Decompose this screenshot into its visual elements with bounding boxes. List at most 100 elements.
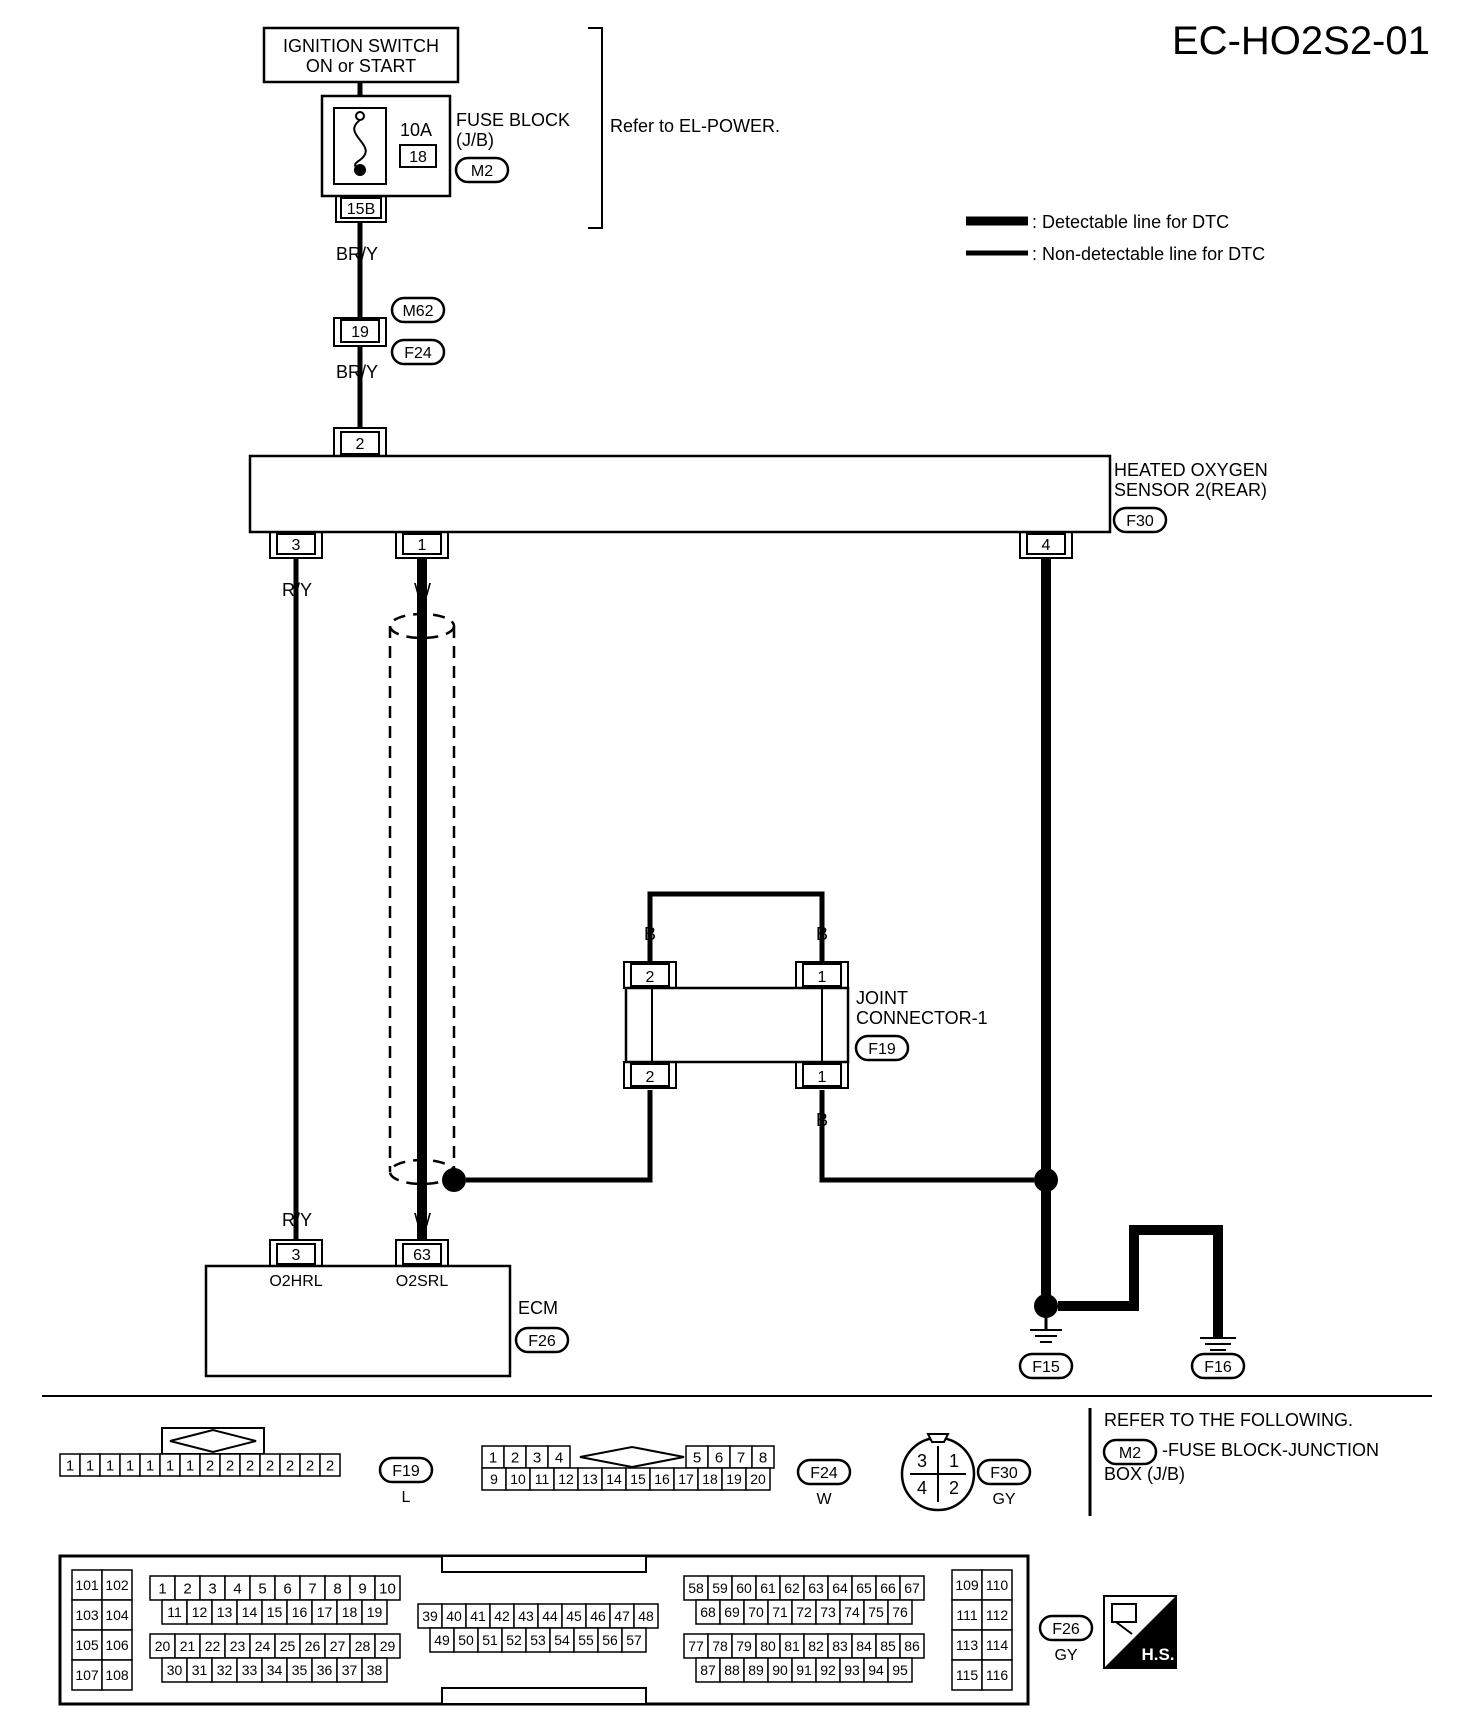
f26-pin: 110 [986, 1577, 1009, 1593]
hs-badge-text: H.S. [1141, 1645, 1174, 1664]
joint-pin-2-top: 2 [646, 969, 655, 986]
fuse-amp: 10A [400, 120, 432, 140]
f26-pin: 61 [760, 1580, 776, 1596]
f26-pin: 58 [688, 1580, 704, 1596]
f26-pin: 71 [772, 1604, 788, 1620]
f26-pin: 93 [844, 1662, 860, 1678]
fuse-block: 10A 18 [320, 94, 452, 198]
f26-pin: 78 [712, 1638, 728, 1654]
f26-pin: 41 [470, 1608, 486, 1624]
ignition-switch-line1: IGNITION SWITCH [283, 36, 439, 56]
f26-pin: 73 [820, 1604, 836, 1620]
f26-pin: 30 [167, 1662, 183, 1678]
f30-pin-3: 3 [917, 1451, 927, 1471]
ecm-terminal-o2srl: O2SRL [396, 1273, 449, 1290]
page-title: EC-HO2S2-01 [1172, 19, 1430, 63]
wire-color-ry-1: R/Y [282, 580, 312, 600]
f24-pin: 5 [693, 1449, 701, 1466]
f24-pin: 12 [558, 1471, 574, 1487]
f19-pin: 2 [306, 1457, 314, 1474]
f26-pin: 80 [760, 1638, 776, 1654]
f26-pin: 68 [700, 1604, 716, 1620]
f24-pin: 14 [606, 1471, 622, 1487]
f26-pin: 66 [880, 1580, 896, 1596]
inline-connector-pin: 19 [351, 324, 369, 341]
ground-splice-icon [1034, 1168, 1058, 1192]
connector-f26-color: GY [1054, 1647, 1077, 1664]
f26-pin: 36 [317, 1662, 333, 1678]
wire-color-b-3: B [644, 924, 656, 944]
f24-pin: 2 [511, 1449, 519, 1466]
ground-f16-icon [1200, 1337, 1236, 1351]
fuse-block-connector: M2 [471, 163, 493, 180]
f26-pin: 14 [242, 1604, 258, 1620]
f26-pin: 86 [904, 1638, 920, 1654]
connector-f24-id: F24 [810, 1465, 838, 1482]
f26-pin: 24 [255, 1638, 271, 1654]
f26-pin: 47 [614, 1608, 630, 1624]
f26-pin: 94 [868, 1662, 884, 1678]
f26-pin: 107 [75, 1667, 99, 1683]
f24-pin: 17 [678, 1471, 694, 1487]
joint-pin-1-top: 1 [818, 969, 827, 986]
f24-pin: 3 [533, 1449, 541, 1466]
wire-color-b-6: B [1128, 1254, 1140, 1274]
connector-f24-color: W [816, 1491, 832, 1508]
sensor-label-line2: SENSOR 2(REAR) [1114, 480, 1267, 500]
f26-pin: 4 [233, 1580, 241, 1597]
f26-pin: 103 [75, 1607, 99, 1623]
connector-f26-id: F26 [1052, 1621, 1080, 1638]
f26-pin: 105 [75, 1637, 99, 1653]
joint-label-line1: JOINT [856, 988, 908, 1008]
wire-color-b-2: B [1040, 1254, 1052, 1274]
f26-pin: 83 [832, 1638, 848, 1654]
f19-pin: 1 [86, 1457, 94, 1474]
f26-pin: 109 [955, 1577, 979, 1593]
f19-pin: 1 [126, 1457, 134, 1474]
fuse-bottom-terminal-icon [354, 164, 366, 176]
f19-pin: 2 [286, 1457, 294, 1474]
f26-pin: 55 [578, 1632, 594, 1648]
f24-pin: 10 [510, 1471, 526, 1487]
f26-pin: 87 [700, 1662, 716, 1678]
connector-f30-color: GY [992, 1491, 1015, 1508]
f26-pin: 79 [736, 1638, 752, 1654]
f24-pin: 7 [737, 1449, 745, 1466]
wire-color-w-1: W [414, 580, 431, 600]
refer-box-desc1: -FUSE BLOCK-JUNCTION [1162, 1440, 1379, 1460]
connector-f30-id: F30 [990, 1465, 1018, 1482]
f26-pin: 34 [267, 1662, 283, 1678]
f26-pin: 75 [868, 1604, 884, 1620]
refer-box-title: REFER TO THE FOLLOWING. [1104, 1410, 1353, 1430]
wire-color-b-1: B [1040, 582, 1052, 602]
f24-pin: 8 [759, 1449, 767, 1466]
sensor-pin-3: 3 [292, 537, 301, 554]
f26-pin: 9 [358, 1580, 366, 1597]
connector-f19-id: F19 [392, 1463, 420, 1480]
f19-pin: 2 [326, 1457, 334, 1474]
f24-pin: 20 [750, 1471, 766, 1487]
f26-pin: 19 [367, 1604, 383, 1620]
f19-pin: 1 [66, 1457, 74, 1474]
heated-oxygen-sensor [248, 454, 1112, 534]
f26-pin: 106 [105, 1637, 129, 1653]
f26-pin: 16 [292, 1604, 308, 1620]
f26-pin: 37 [342, 1662, 358, 1678]
f26-pin: 17 [317, 1604, 333, 1620]
refer-box-desc2: BOX (J/B) [1104, 1464, 1185, 1484]
legend-detectable: : Detectable line for DTC [1032, 212, 1229, 232]
f19-pin: 1 [166, 1457, 174, 1474]
f26-pin: 40 [446, 1608, 462, 1624]
f19-pin: 2 [206, 1457, 214, 1474]
f30-pin-2: 2 [949, 1478, 959, 1498]
f26-pin: 7 [308, 1580, 316, 1597]
shield-splice-icon [442, 1168, 466, 1192]
fuse-top-terminal-icon [355, 111, 365, 121]
f26-pin: 12 [192, 1604, 208, 1620]
f26-pin: 112 [986, 1607, 1009, 1623]
f24-pin: 11 [535, 1471, 550, 1487]
f19-pin: 1 [106, 1457, 114, 1474]
wire-color-b-4: B [816, 924, 828, 944]
